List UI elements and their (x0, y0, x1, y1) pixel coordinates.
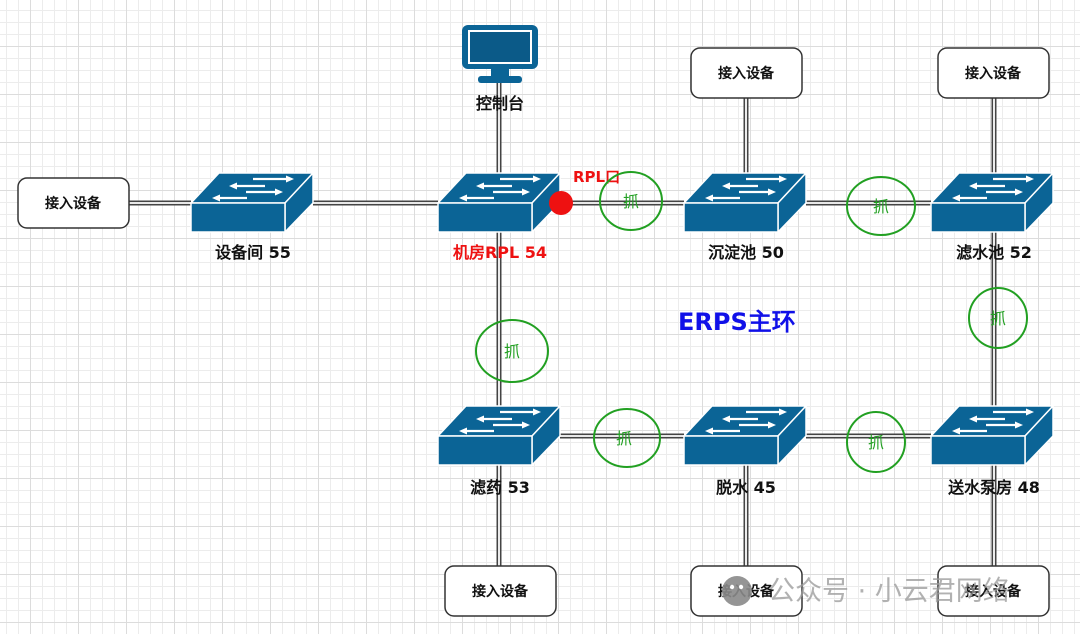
capture-label: 抓 (504, 342, 520, 361)
capture-point[interactable]: 抓 (593, 408, 661, 468)
access-device-label: 接入设备 (718, 65, 775, 82)
switch-sw45[interactable]: 脱水 45 (682, 404, 808, 497)
access-device-label: 接入设备 (965, 65, 1022, 82)
access-device-sw48[interactable]: 接入设备 (937, 565, 1050, 617)
capture-label: 抓 (990, 309, 1006, 328)
watermark: 公众号 · 小云君网络 (722, 576, 1010, 607)
access-device-sw52[interactable]: 接入设备 (937, 47, 1050, 99)
capture-point[interactable]: 抓 (846, 411, 906, 473)
monitor-icon (462, 25, 538, 83)
switch-sw55[interactable]: 设备间 55 (189, 171, 315, 262)
switch-sw48[interactable]: 送水泵房 48 (929, 404, 1055, 497)
console-label: 控制台 (476, 94, 524, 113)
ring-title: ERPS主环 (678, 308, 796, 336)
wechat-icon (722, 576, 752, 606)
console-node[interactable]: 控制台 (462, 25, 538, 113)
capture-label: 抓 (616, 429, 632, 448)
access-device-sw50[interactable]: 接入设备 (690, 47, 803, 99)
access-device-sw55[interactable]: 接入设备 (17, 177, 130, 229)
access-device-label: 接入设备 (965, 583, 1022, 600)
capture-label: 抓 (868, 433, 884, 452)
access-device-label: 接入设备 (472, 583, 529, 600)
capture-point[interactable]: 抓 (599, 171, 663, 231)
capture-label: 抓 (873, 197, 889, 216)
capture-label: 抓 (623, 192, 639, 211)
switch-label: 脱水 45 (716, 478, 776, 497)
capture-point[interactable]: 抓 (475, 319, 549, 383)
switch-sw54[interactable]: 机房RPL 54 (436, 171, 562, 262)
switch-label: 沉淀池 50 (708, 243, 784, 262)
capture-point[interactable]: 抓 (968, 287, 1028, 349)
access-device-sw53[interactable]: 接入设备 (444, 565, 557, 617)
switch-sw50[interactable]: 沉淀池 50 (682, 171, 808, 262)
switch-label: 送水泵房 48 (947, 478, 1040, 497)
access-device-label: 接入设备 (45, 195, 102, 212)
switch-label: 机房RPL 54 (453, 243, 547, 262)
switch-sw52[interactable]: 滤水池 52 (929, 171, 1055, 262)
switch-label: 设备间 55 (215, 243, 291, 262)
capture-point[interactable]: 抓 (846, 176, 916, 236)
switch-label: 滤药 53 (470, 478, 530, 497)
watermark-text: 公众号 · 小云君网络 (768, 576, 1010, 607)
links-layer (129, 83, 997, 566)
switch-sw53[interactable]: 滤药 53 (436, 404, 562, 497)
rpl-port-dot (549, 191, 573, 215)
switch-label: 滤水池 52 (956, 243, 1032, 262)
